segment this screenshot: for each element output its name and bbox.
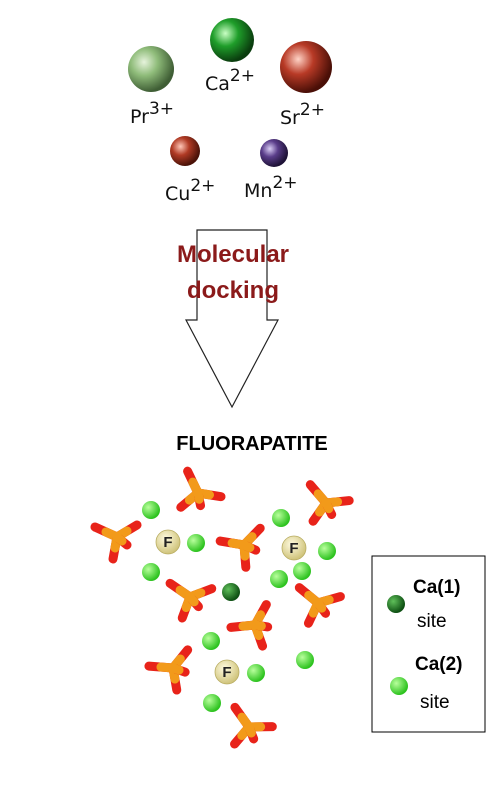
ion-sphere-ca <box>210 18 254 62</box>
legend-ca2-dot <box>390 677 408 695</box>
ion-sphere-sr <box>280 41 332 93</box>
docking-label-line2: docking <box>187 277 279 304</box>
phosphorus-atom <box>250 620 260 630</box>
legend-box <box>371 555 486 733</box>
phosphorus-atom <box>313 598 323 608</box>
ca2-atom <box>270 570 288 588</box>
phosphorus-atom <box>239 540 249 550</box>
legend-ca2-sub: site <box>420 692 450 713</box>
legend-ca1-sub: site <box>417 611 447 632</box>
ion-label-pr: Pr3+ <box>130 99 174 128</box>
ca1-atom <box>222 583 240 601</box>
ion-sr: Sr2+ <box>280 41 332 129</box>
docking-arrow <box>185 229 279 409</box>
fluoride-label: F <box>222 664 231 681</box>
phosphorus-atom <box>193 488 203 498</box>
fluoride-label: F <box>163 534 172 551</box>
crystal-title: FLUORAPATITE <box>176 433 327 455</box>
ca2-atom <box>202 632 220 650</box>
fluoride-atom <box>155 529 181 555</box>
ca2-atom <box>142 563 160 581</box>
phosphorus-atom <box>321 498 331 508</box>
phosphorus-atom <box>244 722 254 732</box>
ca2-atom <box>296 651 314 669</box>
ca2-atom <box>203 694 221 712</box>
ca2-atom <box>187 534 205 552</box>
ca2-atom <box>318 542 336 560</box>
ion-label-ca: Ca2+ <box>205 66 255 95</box>
fluoride-atom <box>214 659 240 685</box>
ion-sphere-pr <box>128 46 174 92</box>
ca2-atom <box>293 562 311 580</box>
ion-mn: Mn2+ <box>244 139 298 202</box>
ion-ca: Ca2+ <box>205 18 255 95</box>
legend-ca2-title: Ca(2) <box>415 654 463 675</box>
fluoride-atom <box>281 535 307 561</box>
phosphorus-atom <box>112 532 122 542</box>
ion-label-mn: Mn2+ <box>244 173 298 202</box>
ion-sphere-cu <box>170 136 200 166</box>
fluorapatite-structure: F F F <box>90 466 354 749</box>
phosphorus-atom <box>168 663 178 673</box>
docking-label-line1: Molecular <box>177 241 289 268</box>
legend-ca1-dot <box>387 595 405 613</box>
ca2-atom <box>272 509 290 527</box>
ca2-atom <box>142 501 160 519</box>
phosphorus-atom <box>185 592 195 602</box>
ca2-atom <box>247 664 265 682</box>
legend-ca1-title: Ca(1) <box>413 577 461 598</box>
fluoride-label: F <box>289 540 298 557</box>
ion-cu: Cu2+ <box>165 136 215 205</box>
ion-sphere-mn <box>260 139 288 167</box>
ion-label-sr: Sr2+ <box>280 100 325 129</box>
ion-label-cu: Cu2+ <box>165 176 215 205</box>
ion-pr: Pr3+ <box>128 46 174 128</box>
